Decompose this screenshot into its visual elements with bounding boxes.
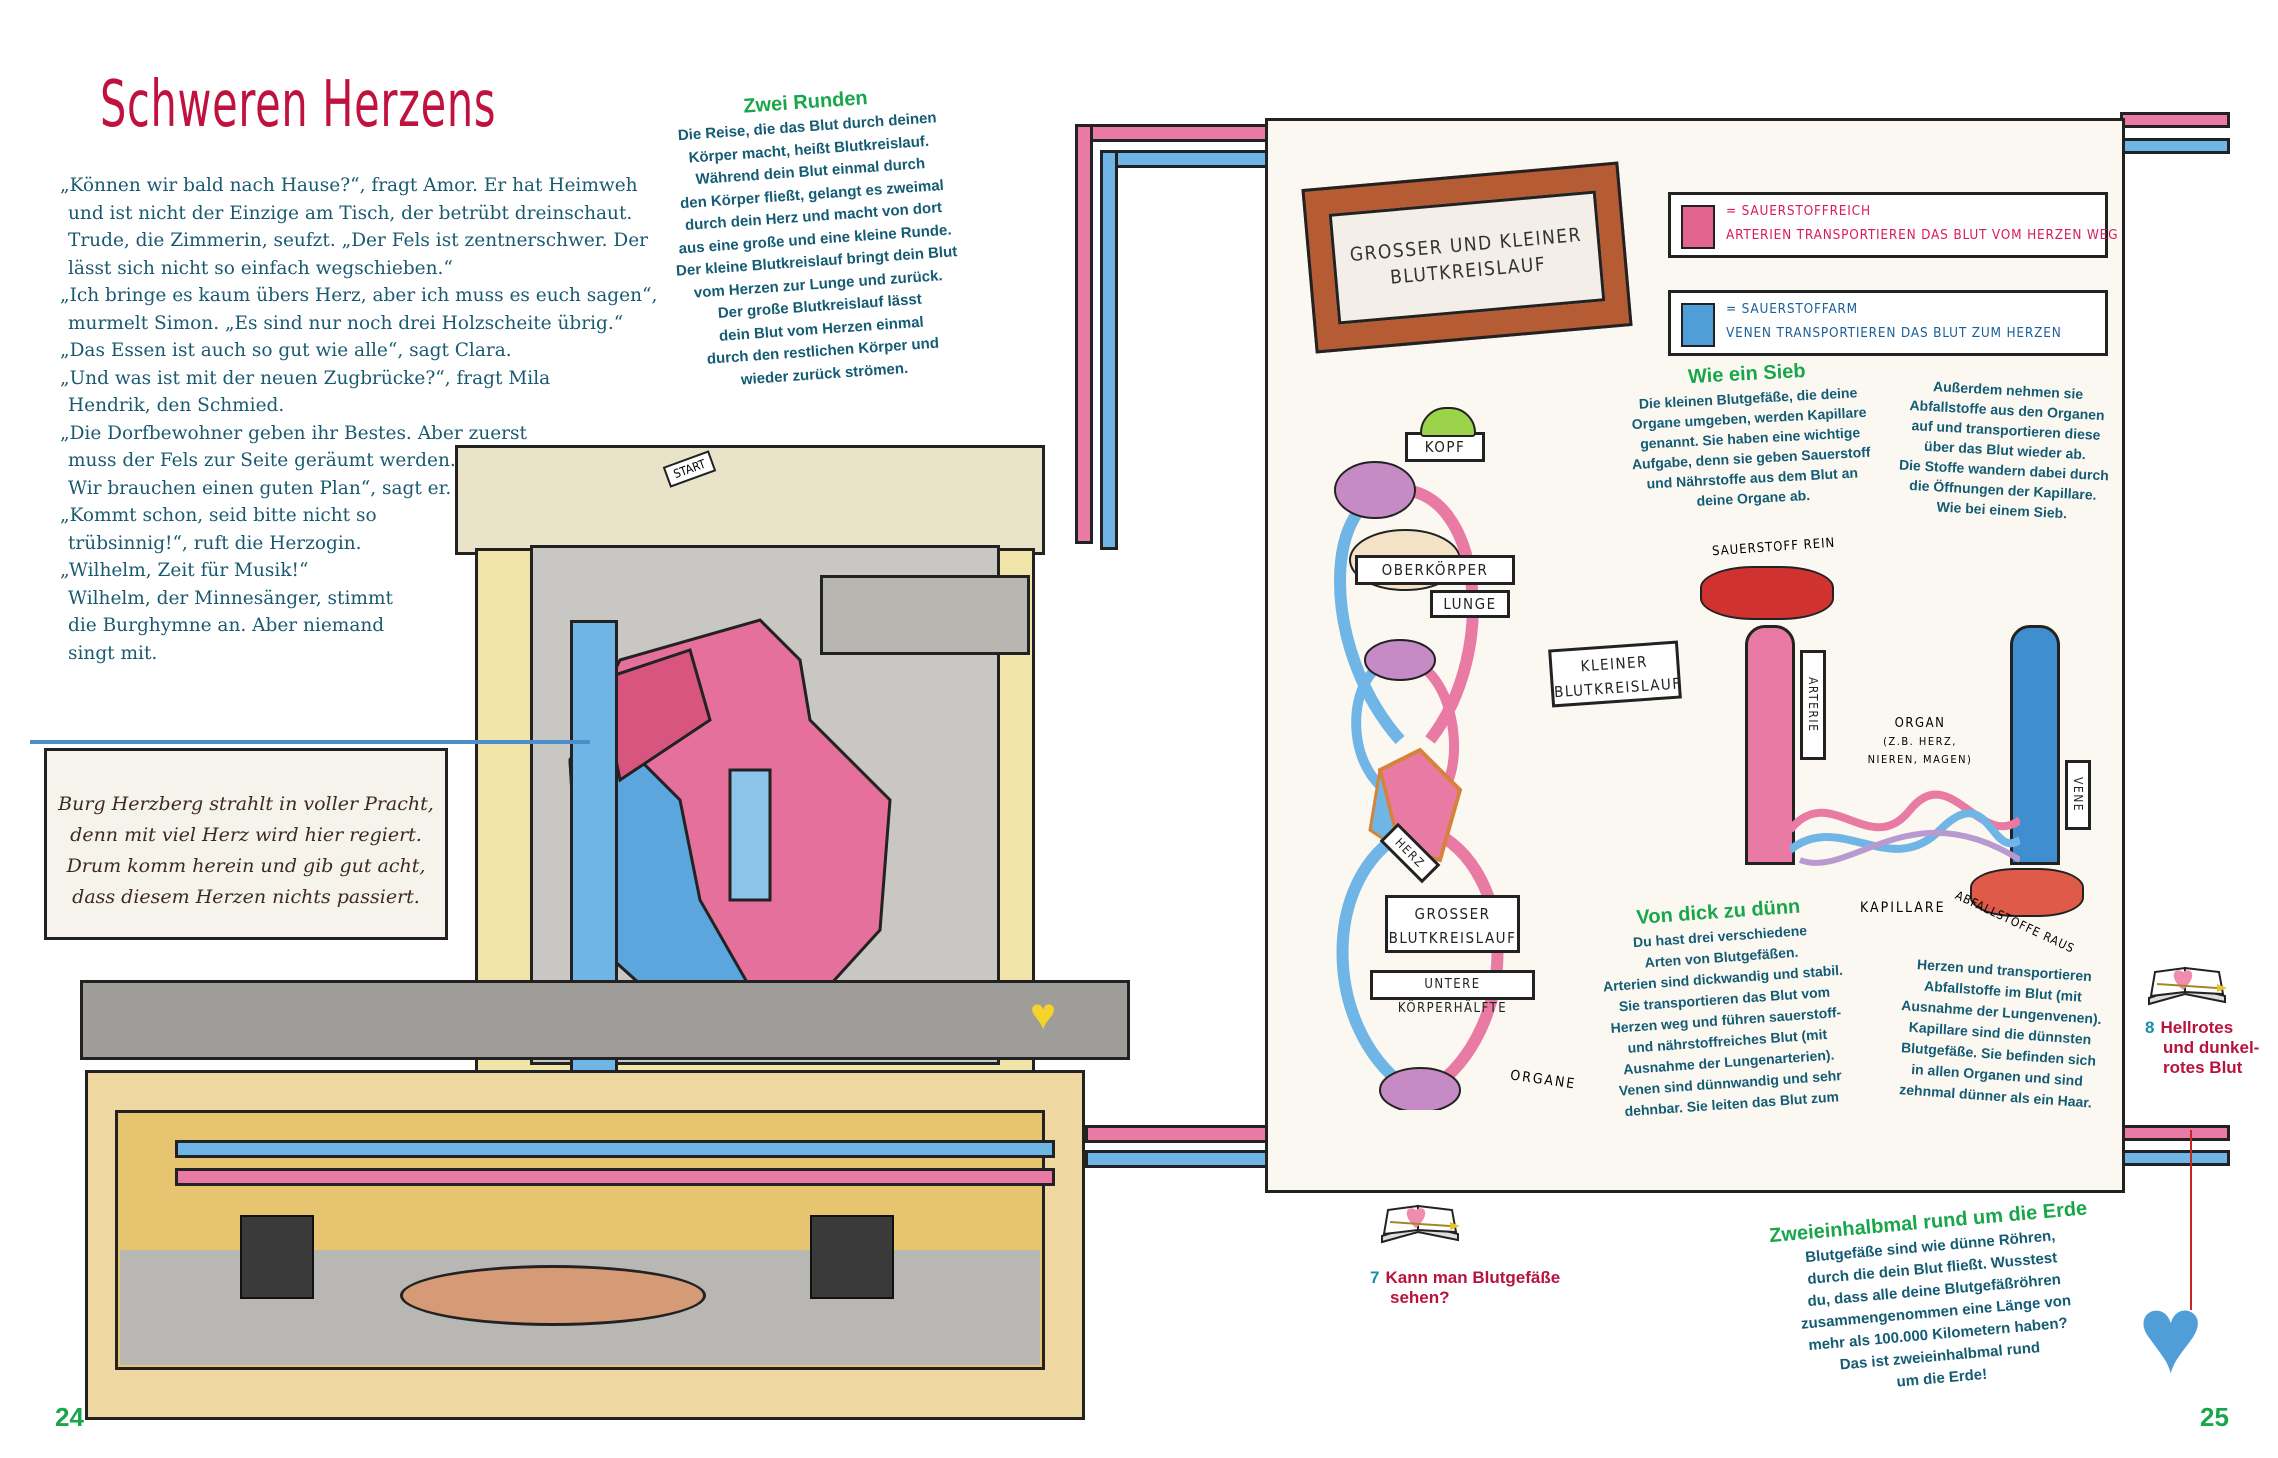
story-text: „Können wir bald nach Hause?“, fragt Amo… xyxy=(60,172,658,667)
label-organ: ORGAN (Z.B. HERZ, NIEREN, MAGEN) xyxy=(1865,715,1975,769)
story-line: „Wilhelm, Zeit für Musik!“ xyxy=(60,560,309,581)
story-line: Trude, die Zimmerin, seufzt. „Der Fels i… xyxy=(68,230,649,251)
dining-table xyxy=(400,1265,706,1326)
reference-8[interactable]: 8 Hellrotes und dunkel- rotes Blut xyxy=(2145,1018,2259,1078)
castle-ledge xyxy=(820,575,1030,655)
story-line: singt mit. xyxy=(68,642,158,664)
hanging-string xyxy=(2190,1130,2192,1310)
story-line: Wir brauchen einen guten Plan“, sagt er. xyxy=(68,477,452,499)
ref-number: 8 xyxy=(2145,1018,2155,1037)
story-line: „Können wir bald nach Hause?“, fragt Amo… xyxy=(60,175,638,196)
banner-line: denn mit viel Herz wird hier regiert. xyxy=(70,824,422,846)
right-pipe-pink-low xyxy=(2120,1125,2230,1141)
banner-line: dass diesem Herzen nichts passiert. xyxy=(72,886,420,908)
ref-text: und dunkel- xyxy=(2163,1038,2260,1057)
story-line: „Kommt schon, seid bitte nicht so xyxy=(60,505,377,526)
ref-text: Kann man Blutgefäße xyxy=(1385,1268,1561,1287)
wie-ein-sieb-col2: Außerdem nehmen sie Abfallstoffe aus den… xyxy=(1886,374,2123,526)
story-line: die Burghymne an. Aber niemand xyxy=(68,615,385,636)
story-line: muss der Fels zur Seite geräumt werden. xyxy=(68,450,456,471)
wie-ein-sieb-section: Wie ein Sieb Die kleinen Blutgefäße, die… xyxy=(1616,355,1883,514)
story-line: „Ich bringe es kaum übers Herz, aber ich… xyxy=(60,285,658,306)
von-dick-col2: Herzen und transportieren Abfallstoffe i… xyxy=(1875,952,2125,1115)
organ-examples: (Z.B. HERZ, NIEREN, MAGEN) xyxy=(1867,735,1973,766)
radiator-icon xyxy=(810,1215,894,1299)
story-line: Hendrik, den Schmied. xyxy=(68,395,285,416)
book-heart-arrow-icon xyxy=(1381,1204,1460,1244)
story-line: „Und was ist mit der neuen Zugbrücke?“, … xyxy=(60,367,551,389)
label-lunge: LUNGE xyxy=(1430,590,1510,618)
page-title: Schweren Herzens xyxy=(100,68,497,142)
legend-swatch-blue xyxy=(1681,303,1715,347)
bottom-pipe-blue xyxy=(1085,1150,1270,1168)
label-kleiner-blutkreislauf: KLEINER BLUTKREISLAUF xyxy=(1548,640,1682,708)
hall-pipe-blue xyxy=(175,1140,1055,1158)
ref-text: Hellrotes xyxy=(2160,1018,2234,1037)
book-heart-arrow-icon xyxy=(2148,966,2227,1006)
capillary-network xyxy=(1790,790,2020,866)
castle-banner: Burg Herzberg strahlt in voller Pracht, … xyxy=(44,748,448,940)
organ-title: ORGAN xyxy=(1894,716,1946,731)
zwei-runden-section: Zwei Runden Die Reise, die das Blut durc… xyxy=(655,80,975,396)
sign-title: GROSSER UND KLEINER BLUTKREISLAUF xyxy=(1328,190,1606,325)
page-number-right: 25 xyxy=(2200,1402,2229,1432)
von-dick-section: Von dick zu dünn Du hast drei verschiede… xyxy=(1593,892,1857,1124)
waste-blob xyxy=(1970,868,2084,917)
legend-label: = SAUERSTOFFREICH xyxy=(1726,203,1871,219)
top-pipe-pink xyxy=(1085,124,1270,142)
heart-machine-icon xyxy=(568,618,892,1043)
erde-section: Zweieinhalbmal rund um die Erde Blutgefä… xyxy=(1763,1196,2107,1404)
radiator-icon xyxy=(240,1215,314,1299)
label-kapillare: KAPILLARE xyxy=(1860,900,1946,916)
legend-oxygen-rich: = SAUERSTOFFREICH ARTERIEN TRANSPORTIERE… xyxy=(1668,192,2118,258)
story-line: Wilhelm, der Minnesänger, stimmt xyxy=(68,587,393,609)
globe-heart-icon: ♥ xyxy=(2138,1273,2204,1396)
label-oberkoerper: OBERKÖRPER xyxy=(1355,555,1515,585)
riser-pipe-pink xyxy=(1075,124,1093,544)
castle-floor xyxy=(80,980,1130,1060)
ref-text: sehen? xyxy=(1390,1288,1450,1307)
story-line: murmelt Simon. „Es sind nur noch drei Ho… xyxy=(68,312,624,334)
legend-oxygen-poor: = SAUERSTOFFARM VENEN TRANSPORTIEREN DAS… xyxy=(1668,290,2108,356)
hall-pipe-pink xyxy=(175,1168,1055,1186)
legend-swatch-pink xyxy=(1681,205,1715,249)
right-pipe-blue xyxy=(2120,138,2230,154)
yellow-heart-icon: ♥ xyxy=(1030,990,1057,1039)
banner-line: Drum komm herein und gib gut acht, xyxy=(66,855,426,877)
riser-pipe-blue xyxy=(1100,150,1118,550)
banner-line: Burg Herzberg strahlt in voller Pracht, xyxy=(58,793,434,815)
bottom-pipe-pink xyxy=(1085,1125,1270,1143)
story-line: lässt sich nicht so einfach wegschieben.… xyxy=(68,257,453,279)
diagram-title-sign: GROSSER UND KLEINER BLUTKREISLAUF xyxy=(1301,161,1633,354)
label-grosser-blutkreislauf: GROSSER BLUTKREISLAUF xyxy=(1385,895,1520,953)
label-untere-koerperhaelfte: UNTERE KÖRPERHÄLFTE xyxy=(1370,970,1535,1016)
story-line: „Die Dorfbewohner geben ihr Bestes. Aber… xyxy=(60,422,527,444)
ref-text: rotes Blut xyxy=(2163,1058,2243,1077)
castle-roof xyxy=(455,445,1045,555)
oxygen-blob xyxy=(1700,566,1834,620)
label-vene: VENE xyxy=(2065,760,2091,830)
right-pipe-pink xyxy=(2120,112,2230,128)
legend-desc: ARTERIEN TRANSPORTIEREN DAS BLUT VOM HER… xyxy=(1726,227,2119,243)
ref-number: 7 xyxy=(1370,1268,1380,1287)
page-number-left: 24 xyxy=(55,1402,84,1432)
top-pipe-blue xyxy=(1110,150,1270,168)
story-line: „Das Essen ist auch so gut wie alle“, sa… xyxy=(60,340,512,361)
legend-label: = SAUERSTOFFARM xyxy=(1726,301,1858,317)
reference-7[interactable]: 7 Kann man Blutgefäße sehen? xyxy=(1370,1268,1560,1308)
story-line: trübsinnig!“, ruft die Herzogin. xyxy=(68,532,362,554)
banner-rod xyxy=(30,740,590,744)
story-line: und ist nicht der Einzige am Tisch, der … xyxy=(68,202,633,224)
label-arterie: ARTERIE xyxy=(1800,650,1826,760)
artery-pipe xyxy=(1745,625,1795,865)
right-pipe-blue-low xyxy=(2120,1150,2230,1166)
legend-desc: VENEN TRANSPORTIEREN DAS BLUT ZUM HERZEN xyxy=(1726,325,2062,341)
